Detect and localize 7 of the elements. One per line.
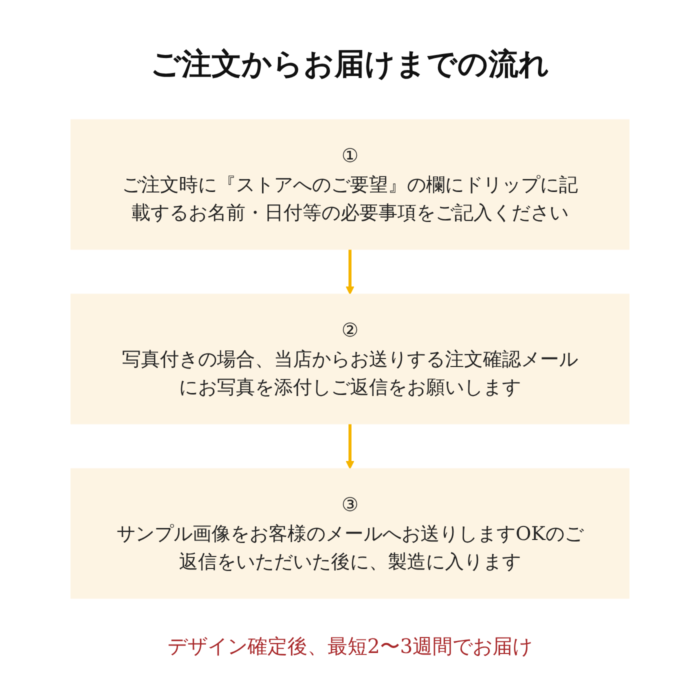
node-box: ① ご注文時に『ストアへのご要望』の欄にドリップに記載するお名前・日付等の必要事項をご記入ください: [70, 119, 630, 250]
caption: デザイン確定後、最短2〜3週間でお届け: [167, 633, 533, 660]
node-box: ③ サンプル画像をお客様のメールへお送りしますOKのご返信をいただいた後に、製造に入ります: [70, 468, 630, 599]
title: ご注文からお届けまでの流れ: [150, 46, 550, 84]
arrow: [346, 424, 354, 470]
arrow: [346, 249, 354, 295]
node-box: ② 写真付きの場合、当店からお送りする注文確認メールにお写真を添付しご返信をお願いします: [70, 294, 630, 424]
